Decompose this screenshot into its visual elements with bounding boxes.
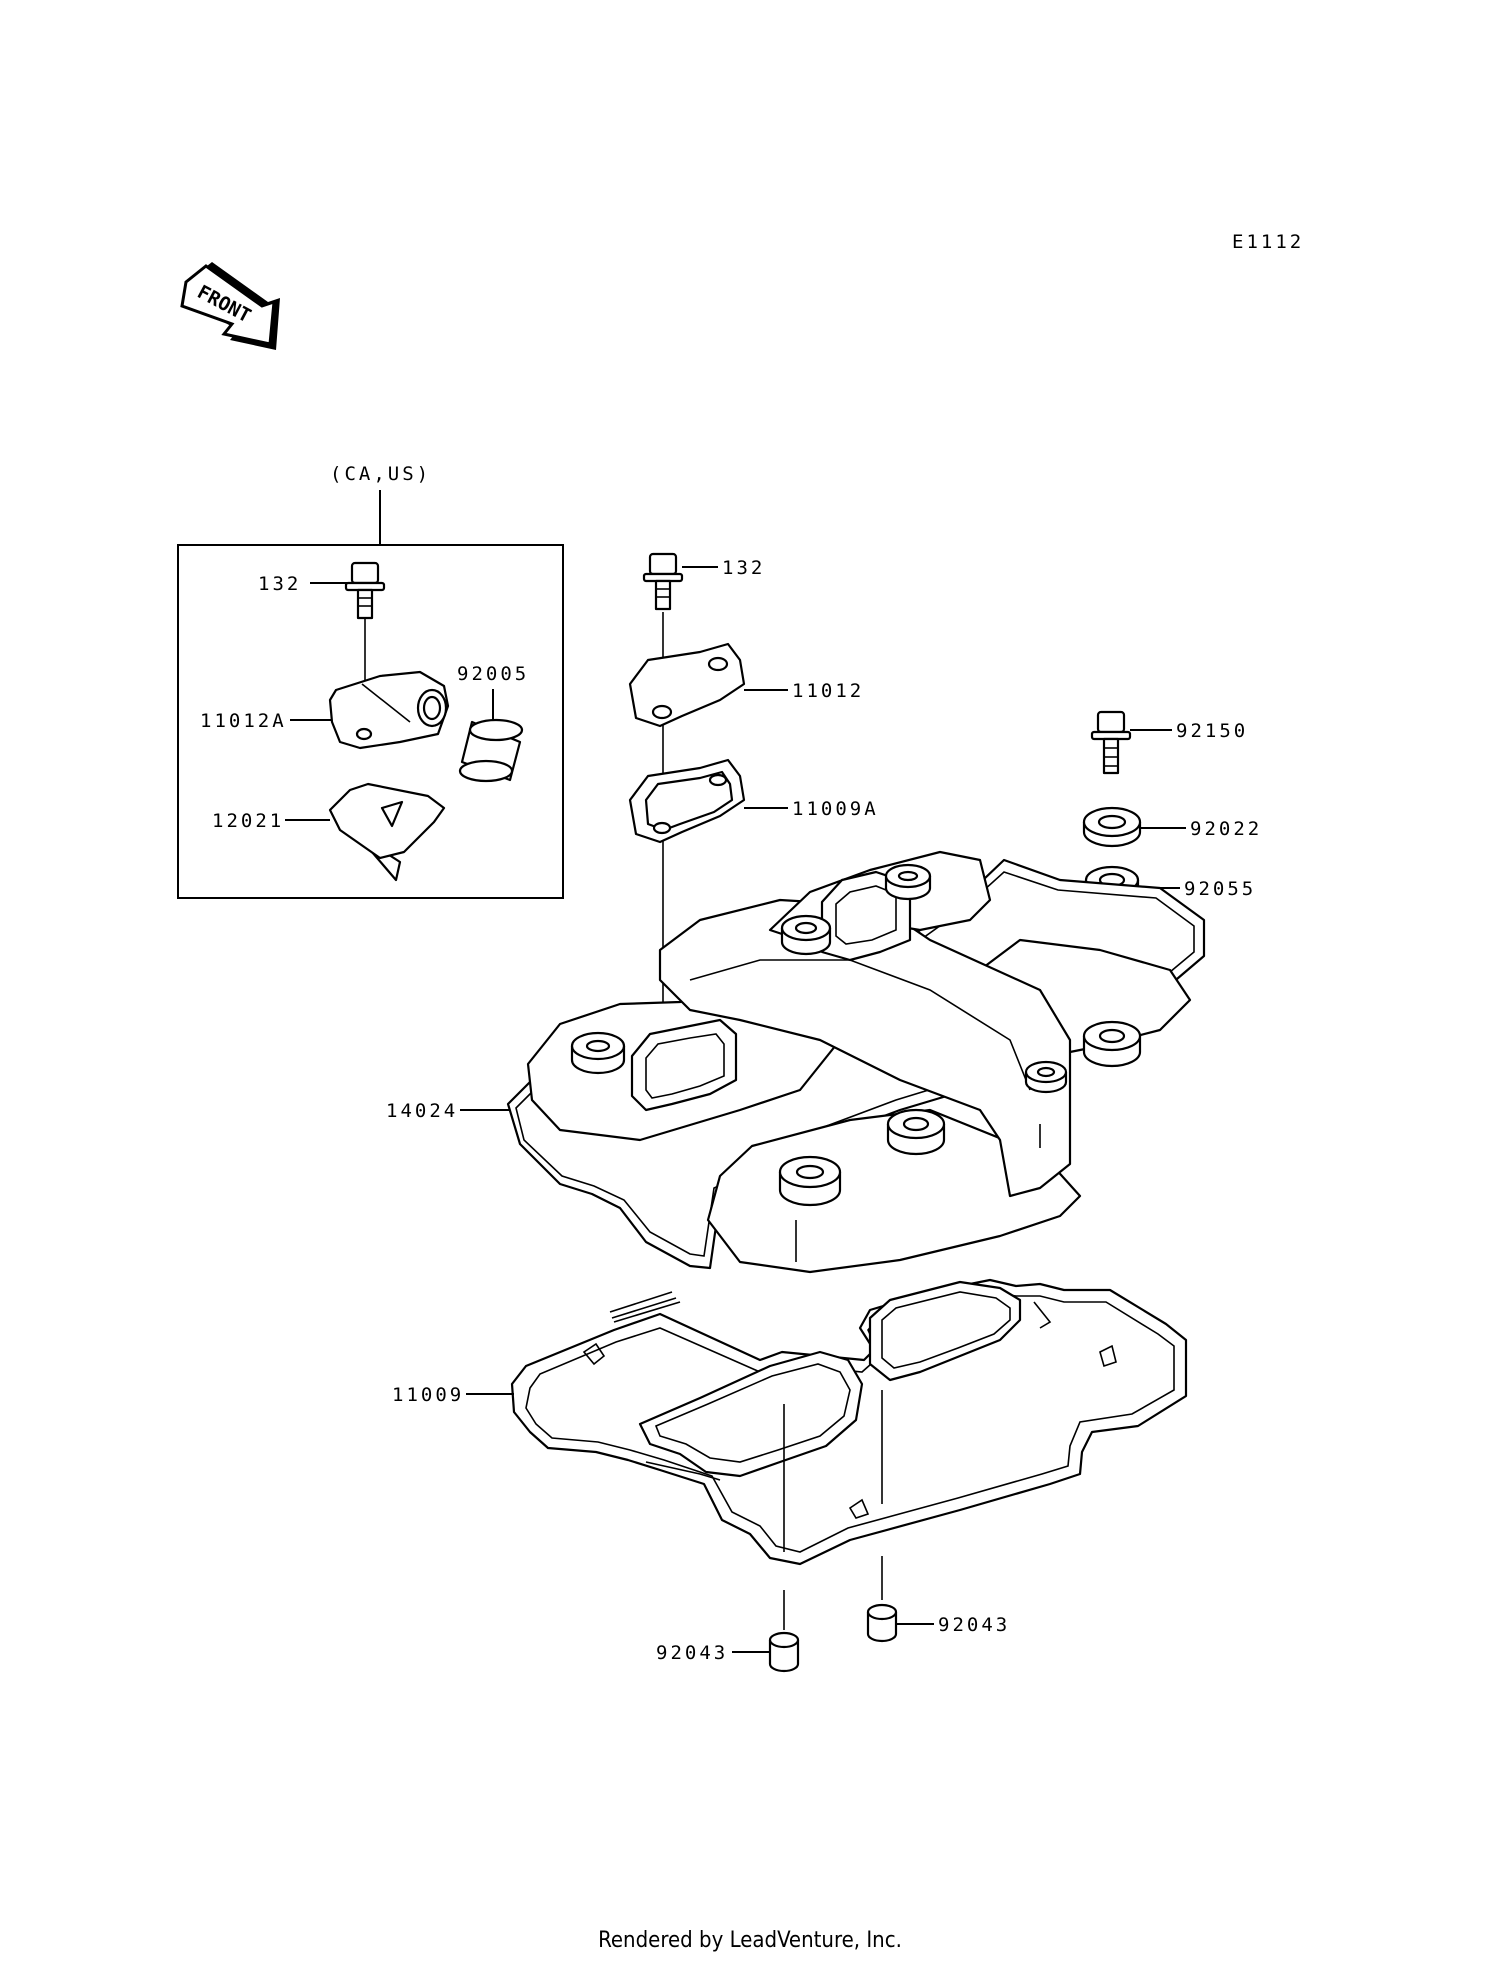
- cap-bolt: [1090, 710, 1132, 775]
- part-label-11009: 11009: [392, 1384, 464, 1406]
- dowel-pin-right: [866, 1603, 898, 1643]
- part-label-132: 132: [722, 557, 765, 579]
- part-label-14024: 14024: [386, 1100, 458, 1122]
- breather-gasket: [628, 758, 746, 844]
- diagram-code: E1112: [1232, 231, 1304, 253]
- breather-cover: [328, 670, 450, 750]
- part-label-92043-right: 92043: [938, 1614, 1010, 1636]
- part-label-132-inset: 132: [258, 573, 301, 595]
- part-label-12021: 12021: [212, 810, 284, 832]
- part-label-92022: 92022: [1190, 818, 1262, 840]
- part-label-11012: 11012: [792, 680, 864, 702]
- footer-credit: Rendered by LeadVenture, Inc.: [598, 1928, 902, 1953]
- breather-plate: [628, 642, 746, 728]
- part-label-92005: 92005: [457, 663, 529, 685]
- head-cover-gasket: [510, 1278, 1188, 1566]
- separator-plate: [328, 782, 446, 882]
- part-label-92150: 92150: [1176, 720, 1248, 742]
- part-label-11012A: 11012A: [200, 710, 287, 732]
- cover-bolt: [642, 552, 684, 611]
- inset-box: [177, 544, 564, 899]
- part-label-92043-left: 92043: [656, 1642, 728, 1664]
- inset-label: (CA,US): [330, 463, 431, 485]
- inset-bolt: [344, 561, 386, 620]
- sleeve: [458, 718, 524, 783]
- front-arrow-icon: FRONT: [180, 262, 280, 350]
- part-label-92055: 92055: [1184, 878, 1256, 900]
- dowel-pin-left: [768, 1631, 800, 1673]
- cylinder-head-cover: [506, 850, 1206, 1274]
- part-label-11009A: 11009A: [792, 798, 879, 820]
- washer: [1082, 806, 1142, 848]
